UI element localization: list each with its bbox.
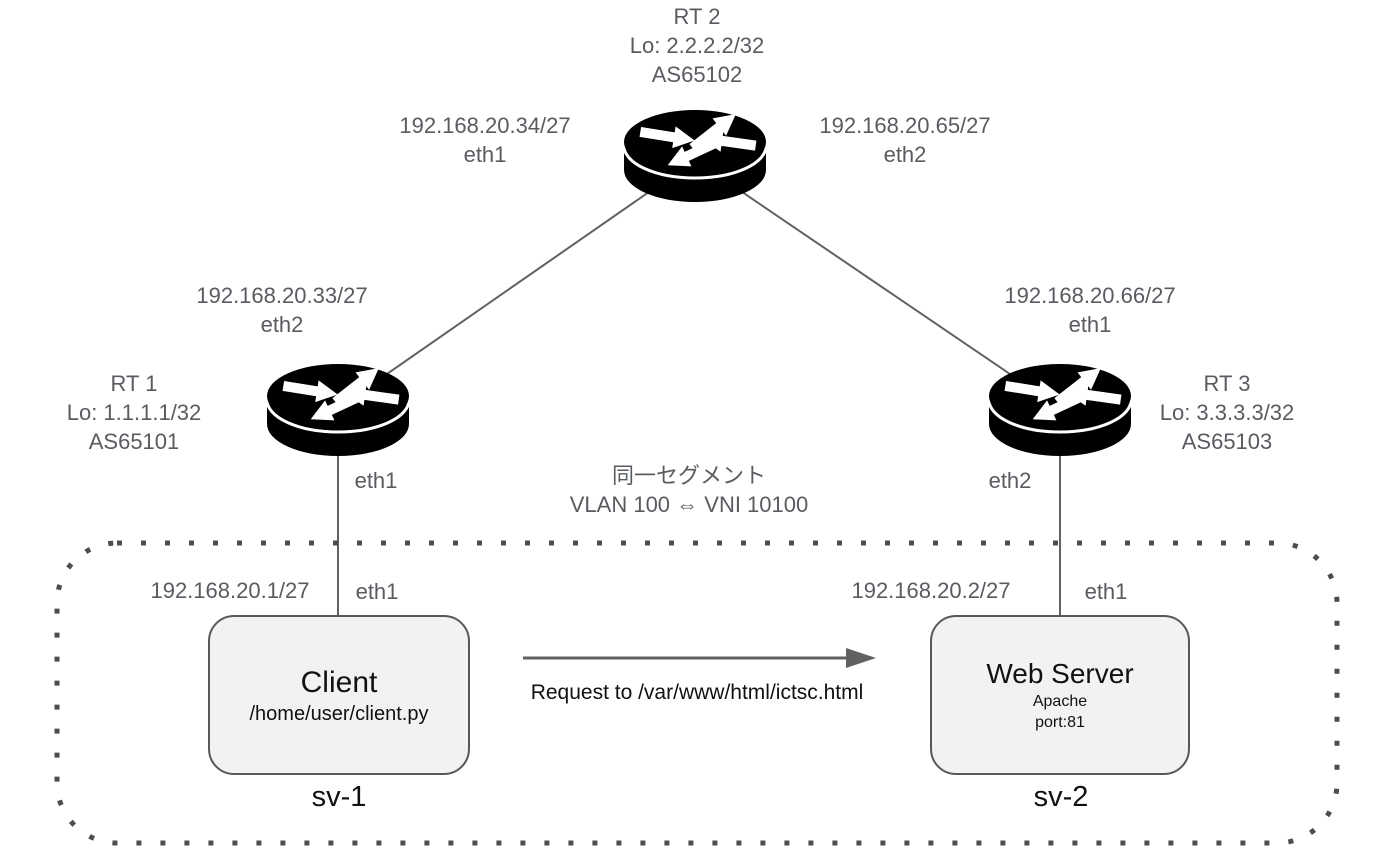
rt3-downlink-iface: eth2 — [988, 468, 1032, 493]
router-icon-rt1 — [265, 357, 411, 458]
rt3-uplink-iface: eth1 — [1068, 312, 1112, 337]
sv1-ip: 192.168.20.1/27 — [150, 578, 310, 603]
sv1-iface: eth1 — [355, 579, 399, 604]
rt3-name: RT 3 — [1203, 371, 1251, 396]
rt1-uplink-interface-label: 192.168.20.33/27 eth2 — [196, 281, 367, 339]
web-server-port: port:81 — [1035, 714, 1085, 731]
rt2-as: AS65102 — [651, 62, 743, 87]
segment-note: 同一セグメント VLAN 100 ⇔ VNI 10100 — [570, 461, 808, 519]
link-rt2-rt1 — [337, 159, 696, 409]
rt2-name: RT 2 — [673, 4, 721, 29]
rt1-uplink-iface: eth2 — [260, 312, 304, 337]
rt2-left-interface-label: 192.168.20.34/27 eth1 — [399, 111, 570, 169]
sv2-ip: 192.168.20.2/27 — [851, 578, 1011, 603]
rt1-as: AS65101 — [88, 429, 180, 454]
rt2-label: RT 2 Lo: 2.2.2.2/32 AS65102 — [630, 2, 765, 89]
rt3-as: AS65103 — [1181, 429, 1273, 454]
router-icon-rt2 — [622, 103, 768, 204]
rt2-right-ip: 192.168.20.65/27 — [819, 113, 991, 138]
rt1-downlink-iface: eth1 — [354, 468, 398, 493]
client-node: Client /home/user/client.py — [208, 615, 470, 775]
rt1-name: RT 1 — [110, 371, 158, 396]
rt3-uplink-ip: 192.168.20.66/27 — [1004, 283, 1176, 308]
rt2-loopback: Lo: 2.2.2.2/32 — [629, 33, 765, 58]
client-script-path: /home/user/client.py — [249, 702, 429, 725]
web-server-node: Web Server Apache port:81 — [930, 615, 1190, 775]
rt1-uplink-ip: 192.168.20.33/27 — [196, 283, 368, 308]
rt3-label: RT 3 Lo: 3.3.3.3/32 AS65103 — [1160, 369, 1295, 456]
router-icon-rt3 — [987, 357, 1133, 458]
client-title: Client — [300, 665, 378, 699]
rt3-uplink-interface-label: 192.168.20.66/27 eth1 — [1004, 281, 1175, 339]
rt1-loopback: Lo: 1.1.1.1/32 — [66, 400, 202, 425]
segment-subtitle: VLAN 100 ⇔ VNI 10100 — [569, 492, 809, 517]
sv2-hostname: sv-2 — [1033, 781, 1089, 813]
segment-boundary — [54, 540, 1340, 846]
web-server-title: Web Server — [986, 658, 1134, 689]
rt2-right-interface-label: 192.168.20.65/27 eth2 — [819, 111, 990, 169]
rt2-left-ip: 192.168.20.34/27 — [399, 113, 571, 138]
request-label: Request to /var/www/html/ictsc.html — [530, 681, 864, 704]
sv2-iface: eth1 — [1084, 579, 1128, 604]
request-arrow — [523, 648, 876, 668]
rt1-label: RT 1 Lo: 1.1.1.1/32 AS65101 — [67, 369, 202, 456]
segment-title: 同一セグメント — [611, 463, 767, 488]
web-server-software: Apache — [1032, 693, 1088, 710]
rt3-loopback: Lo: 3.3.3.3/32 — [1159, 400, 1295, 425]
request-arrow-head — [846, 648, 876, 668]
link-rt2-rt3 — [694, 159, 1061, 409]
sv1-hostname: sv-1 — [311, 781, 367, 813]
rt2-right-iface: eth2 — [883, 142, 927, 167]
rt2-left-iface: eth1 — [463, 142, 507, 167]
